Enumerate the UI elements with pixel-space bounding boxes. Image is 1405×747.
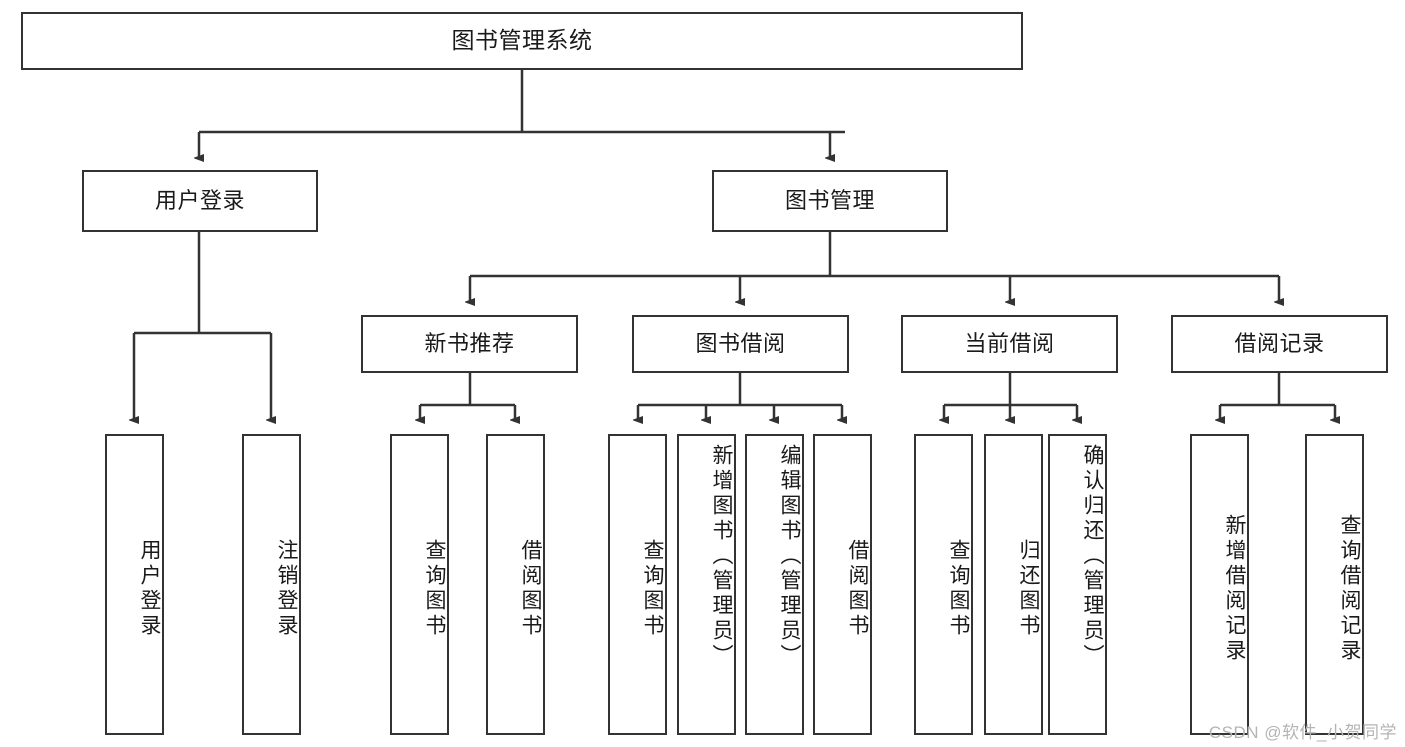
node-label: 用户登录: [154, 187, 245, 213]
leaf-query-book-borrow[interactable]: 查询图书: [608, 434, 667, 735]
node-label: 借阅图书: [846, 538, 869, 639]
node-label: 查询借阅记录: [1338, 513, 1361, 664]
node-label: 借阅图书: [519, 538, 542, 639]
node-label: 查询图书: [641, 538, 664, 639]
leaf-confirm-return-admin[interactable]: 确认归还（管理员）: [1048, 434, 1107, 735]
node-label: 注销登录: [275, 538, 298, 639]
leaf-user-login[interactable]: 用户登录: [105, 434, 164, 735]
node-label: 图书借阅: [695, 330, 786, 356]
leaf-query-borrow-record[interactable]: 查询借阅记录: [1305, 434, 1364, 735]
leaf-query-book-current[interactable]: 查询图书: [914, 434, 973, 735]
node-label: 新增借阅记录: [1223, 513, 1246, 664]
node-label: 归还图书: [1017, 538, 1040, 639]
leaf-edit-book-admin[interactable]: 编辑图书（管理员）: [745, 434, 804, 735]
node-label: 查询图书: [423, 538, 446, 639]
node-user-login[interactable]: 用户登录: [82, 170, 318, 232]
node-label: 用户登录: [138, 538, 161, 639]
node-current-borrow[interactable]: 当前借阅: [901, 315, 1118, 373]
node-label: 新书推荐: [424, 330, 515, 356]
node-label: 新增图书（管理员）: [710, 444, 733, 669]
leaf-return-book[interactable]: 归还图书: [984, 434, 1043, 735]
node-book-management[interactable]: 图书管理: [712, 170, 948, 232]
node-label: 查询图书: [947, 538, 970, 639]
node-label: 图书管理系统: [451, 27, 593, 54]
node-book-borrow[interactable]: 图书借阅: [632, 315, 849, 373]
leaf-query-book-recommend[interactable]: 查询图书: [390, 434, 449, 735]
node-root-book-management-system[interactable]: 图书管理系统: [21, 12, 1023, 70]
node-label: 确认归还（管理员）: [1081, 444, 1104, 669]
leaf-add-borrow-record[interactable]: 新增借阅记录: [1190, 434, 1249, 735]
leaf-logout[interactable]: 注销登录: [242, 434, 301, 735]
leaf-add-book-admin[interactable]: 新增图书（管理员）: [677, 434, 736, 735]
watermark-text: CSDN @软件_小贺同学: [1208, 723, 1397, 742]
node-borrow-record[interactable]: 借阅记录: [1171, 315, 1388, 373]
node-label: 编辑图书（管理员）: [778, 444, 801, 669]
node-label: 当前借阅: [964, 330, 1055, 356]
leaf-borrow-book-recommend[interactable]: 借阅图书: [486, 434, 545, 735]
node-label: 借阅记录: [1234, 330, 1325, 356]
node-new-book-recommend[interactable]: 新书推荐: [361, 315, 578, 373]
node-label: 图书管理: [784, 187, 875, 213]
leaf-borrow-book[interactable]: 借阅图书: [813, 434, 872, 735]
